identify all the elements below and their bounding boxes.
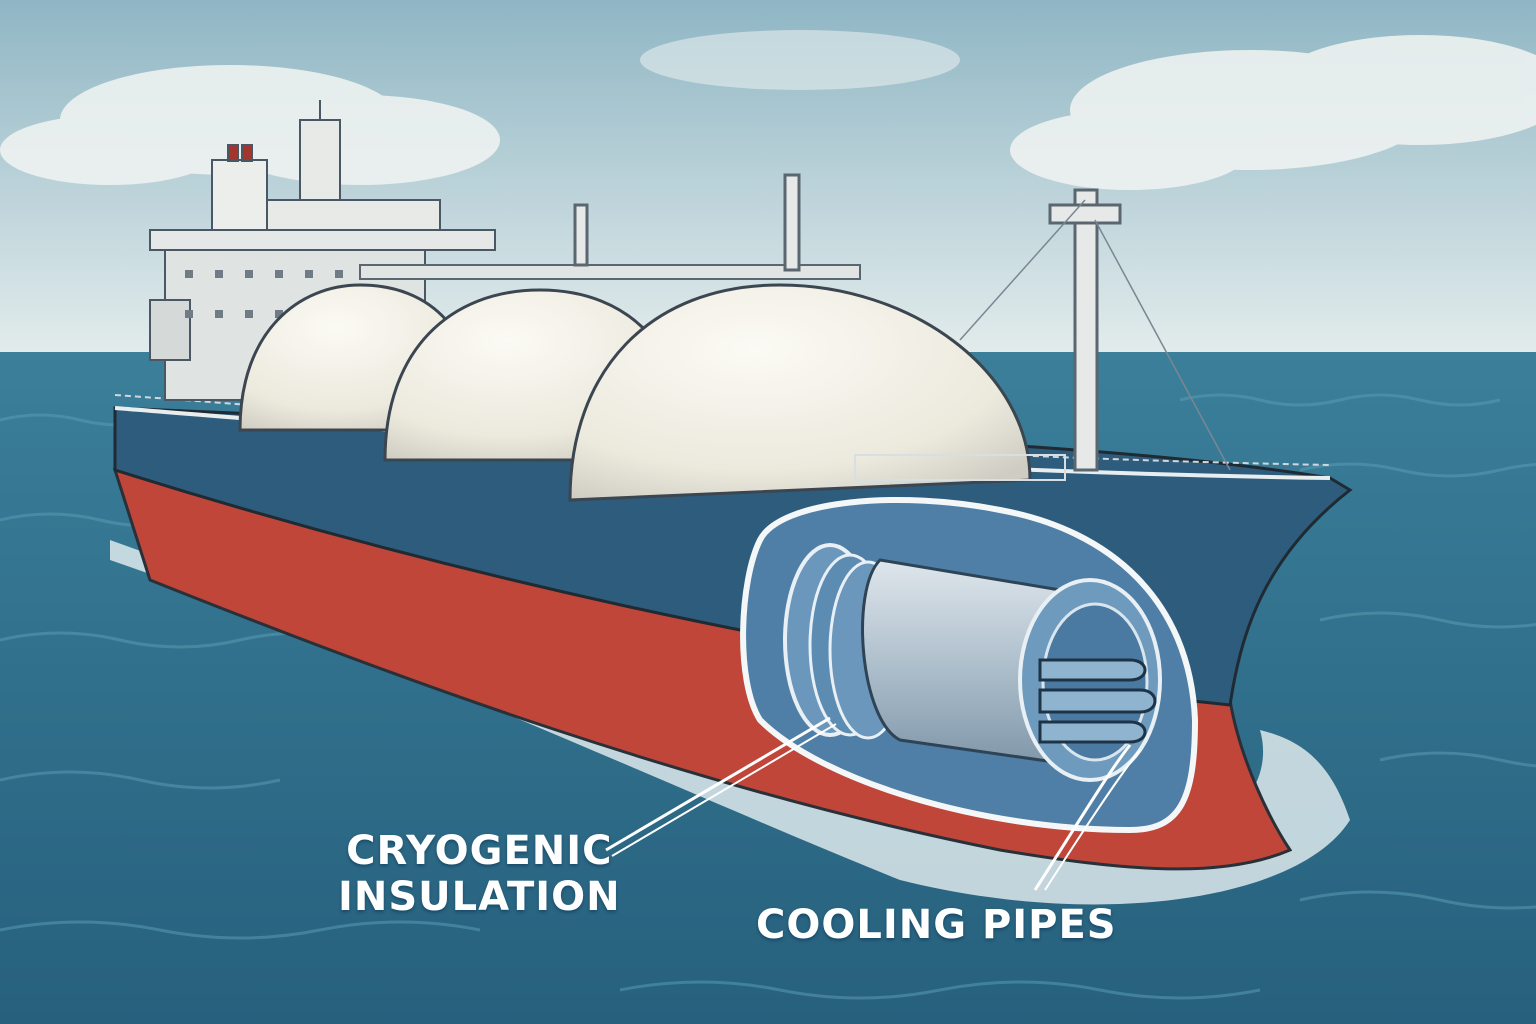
deck-masts (573, 173, 1122, 472)
tank-walkway (359, 264, 861, 280)
wake-foam (110, 540, 1350, 905)
cooling-pipes-label: COOLING PIPES (756, 902, 1117, 948)
bow-railing (854, 454, 1066, 481)
cutaway-section (740, 497, 1199, 834)
cryogenic-insulation-label-line2: INSULATION (338, 874, 621, 920)
leader-line-insulation (605, 716, 831, 852)
callout-leader-lines (605, 716, 1141, 891)
rigging (959, 199, 1231, 471)
lng-tank-3 (568, 283, 1032, 502)
cryogenic-insulation-label-line1: CRYOGENIC (346, 828, 613, 874)
lng-tanks (238, 283, 1032, 502)
cryogenic-insulation-label: CRYOGENIC INSULATION (338, 828, 621, 920)
leader-line-pipes (1033, 744, 1132, 891)
cooling-pipe-coils (1038, 658, 1157, 744)
